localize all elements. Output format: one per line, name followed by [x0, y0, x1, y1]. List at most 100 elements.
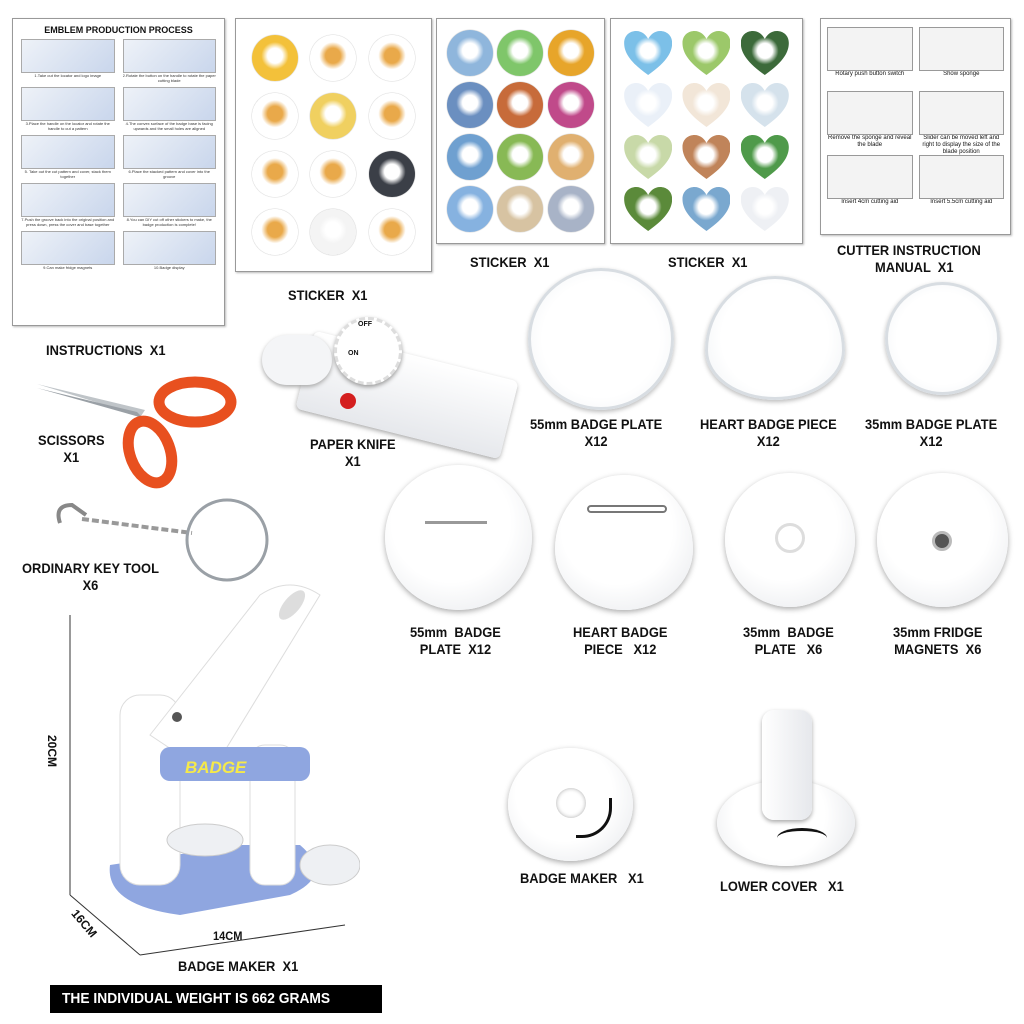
sticker [741, 83, 789, 127]
sticker-sheet-animals [235, 18, 432, 272]
manual-step-caption: Insert 5.5cm cutting aid [930, 199, 993, 205]
step-caption: 2.Rotate the button on the handle to rot… [122, 73, 216, 83]
step-image [21, 39, 115, 73]
back-part-label-3: 35mm BADGE PLATE X6 [743, 624, 834, 657]
sticker [624, 83, 672, 127]
weight-banner [50, 985, 382, 1013]
instructions-sheet: EMBLEM PRODUCTION PROCESS 1.Take out the… [12, 18, 225, 326]
sticker [682, 83, 730, 127]
step-caption: 7.Push the groove back into the original… [21, 217, 115, 227]
sticker [682, 135, 730, 179]
sticker [252, 151, 299, 197]
key-ring-image [56, 498, 269, 582]
manual-step: Slider can be moved left and right to di… [918, 91, 1004, 155]
manual-step: Insert 4cm cutting aid [827, 155, 913, 216]
paper-knife-image: OFF ON [262, 305, 519, 460]
sticker-label-1: STICKER X1 [288, 287, 368, 303]
clear-part-label-2: HEART BADGE PIECE X12 [700, 416, 837, 449]
instruction-step: 9.Can make fridge magnets [21, 231, 115, 277]
sticker-label-3: STICKER X1 [668, 254, 748, 270]
lower-cover-label: LOWER COVER X1 [720, 878, 844, 894]
clear-heart-badge-piece [705, 276, 845, 400]
instruction-step: 3.Place the handle on the locator and ro… [21, 87, 115, 133]
sticker [547, 134, 594, 180]
sticker [547, 30, 594, 76]
sticker [368, 151, 415, 197]
dial-on-text: ON [348, 350, 359, 357]
sticker [447, 186, 494, 232]
clear-part-label-3: 35mm BADGE PLATE X12 [865, 416, 998, 449]
sticker [252, 209, 299, 255]
cutter-manual-label: CUTTER INSTRUCTION MANUAL X1 [837, 242, 981, 275]
step-image [122, 87, 216, 121]
sticker [624, 135, 672, 179]
back-part-label-1: 55mm BADGE PLATE X12 [410, 624, 501, 657]
weight-banner-text: THE INDIVIDUAL WEIGHT IS 662 GRAMS [62, 990, 331, 1007]
scissors-image [37, 376, 237, 489]
clear-55mm-badge-plate [528, 268, 674, 410]
instruction-step: 10.Badge display [122, 231, 216, 277]
sticker [624, 31, 672, 75]
instruction-step: 4.The convex surface of the badge base i… [122, 87, 216, 133]
rotate-arrow-icon [576, 798, 612, 838]
back-55mm-badge-plate [385, 465, 532, 610]
sticker [447, 134, 494, 180]
sticker [497, 186, 544, 232]
sticker-label-2: STICKER X1 [470, 254, 550, 270]
machine-label: BADGE MAKER X1 [178, 958, 299, 974]
instruction-step: 8.You can DIY cut off other stickers to … [122, 183, 216, 229]
manual-step-image [827, 27, 913, 71]
sticker [310, 209, 357, 255]
instruction-step: 6.Place the stacked pattern and cover in… [122, 135, 216, 181]
step-image [21, 135, 115, 169]
manual-step: Remove the sponge and reveal the blade [827, 91, 913, 152]
sponge-icon [340, 393, 356, 409]
sticker-sheet-hearts [610, 18, 803, 244]
sticker [368, 209, 415, 255]
sticker [497, 30, 544, 76]
key-tool-label: ORDINARY KEY TOOL X6 [22, 560, 159, 593]
step-image [21, 87, 115, 121]
instruction-step: 2.Rotate the button on the handle to rot… [122, 39, 216, 85]
step-caption: 9.Can make fridge magnets [43, 265, 93, 270]
sticker [624, 187, 672, 231]
manual-step: Insert 5.5cm cutting aid [918, 155, 1004, 216]
sticker [368, 93, 415, 139]
back-35mm-badge-plate [725, 473, 855, 607]
step-caption: 8.You can DIY cut off other stickers to … [126, 217, 212, 227]
machine-brand: BADGE [185, 758, 247, 777]
height-dimension: 20CM [45, 735, 59, 768]
step-caption: 5. Take out the cut pattern and cover, s… [24, 169, 111, 179]
badge-maker-disk-label: BADGE MAKER X1 [520, 870, 644, 886]
manual-step-caption: Slider can be moved left and right to di… [922, 135, 1001, 155]
step-image [122, 135, 216, 169]
step-image [122, 183, 216, 217]
instruction-step: 7.Push the groove back into the original… [21, 183, 115, 229]
sticker [547, 82, 594, 128]
step-caption: 4.The convex surface of the badge base i… [125, 121, 213, 131]
width-dimension: 14CM [213, 929, 243, 943]
step-caption: 3.Place the handle on the locator and ro… [25, 121, 110, 131]
sticker [252, 93, 299, 139]
sticker [682, 187, 730, 231]
badge-maker-disk [508, 748, 633, 861]
instructions-label: INSTRUCTIONS X1 [46, 342, 166, 358]
back-part-label-2: HEART BADGE PIECE X12 [573, 624, 668, 657]
sticker [741, 187, 789, 231]
manual-step: Rotary push button switch [827, 27, 913, 88]
manual-step-image [918, 27, 1004, 71]
step-image [122, 231, 216, 265]
sticker [310, 151, 357, 197]
fridge-magnet [877, 473, 1008, 607]
badge-maker-machine: BADGE [69, 584, 360, 956]
sticker [310, 35, 357, 81]
manual-step-caption: Remove the sponge and reveal the blade [828, 135, 912, 148]
step-caption: 6.Place the stacked pattern and cover in… [128, 169, 210, 179]
sticker [447, 82, 494, 128]
back-heart-badge-piece [555, 475, 693, 610]
scissors-label: SCISSORS X1 [38, 432, 105, 465]
sticker [497, 134, 544, 180]
sticker [447, 30, 494, 76]
clear-part-label-1: 55mm BADGE PLATE X12 [530, 416, 663, 449]
